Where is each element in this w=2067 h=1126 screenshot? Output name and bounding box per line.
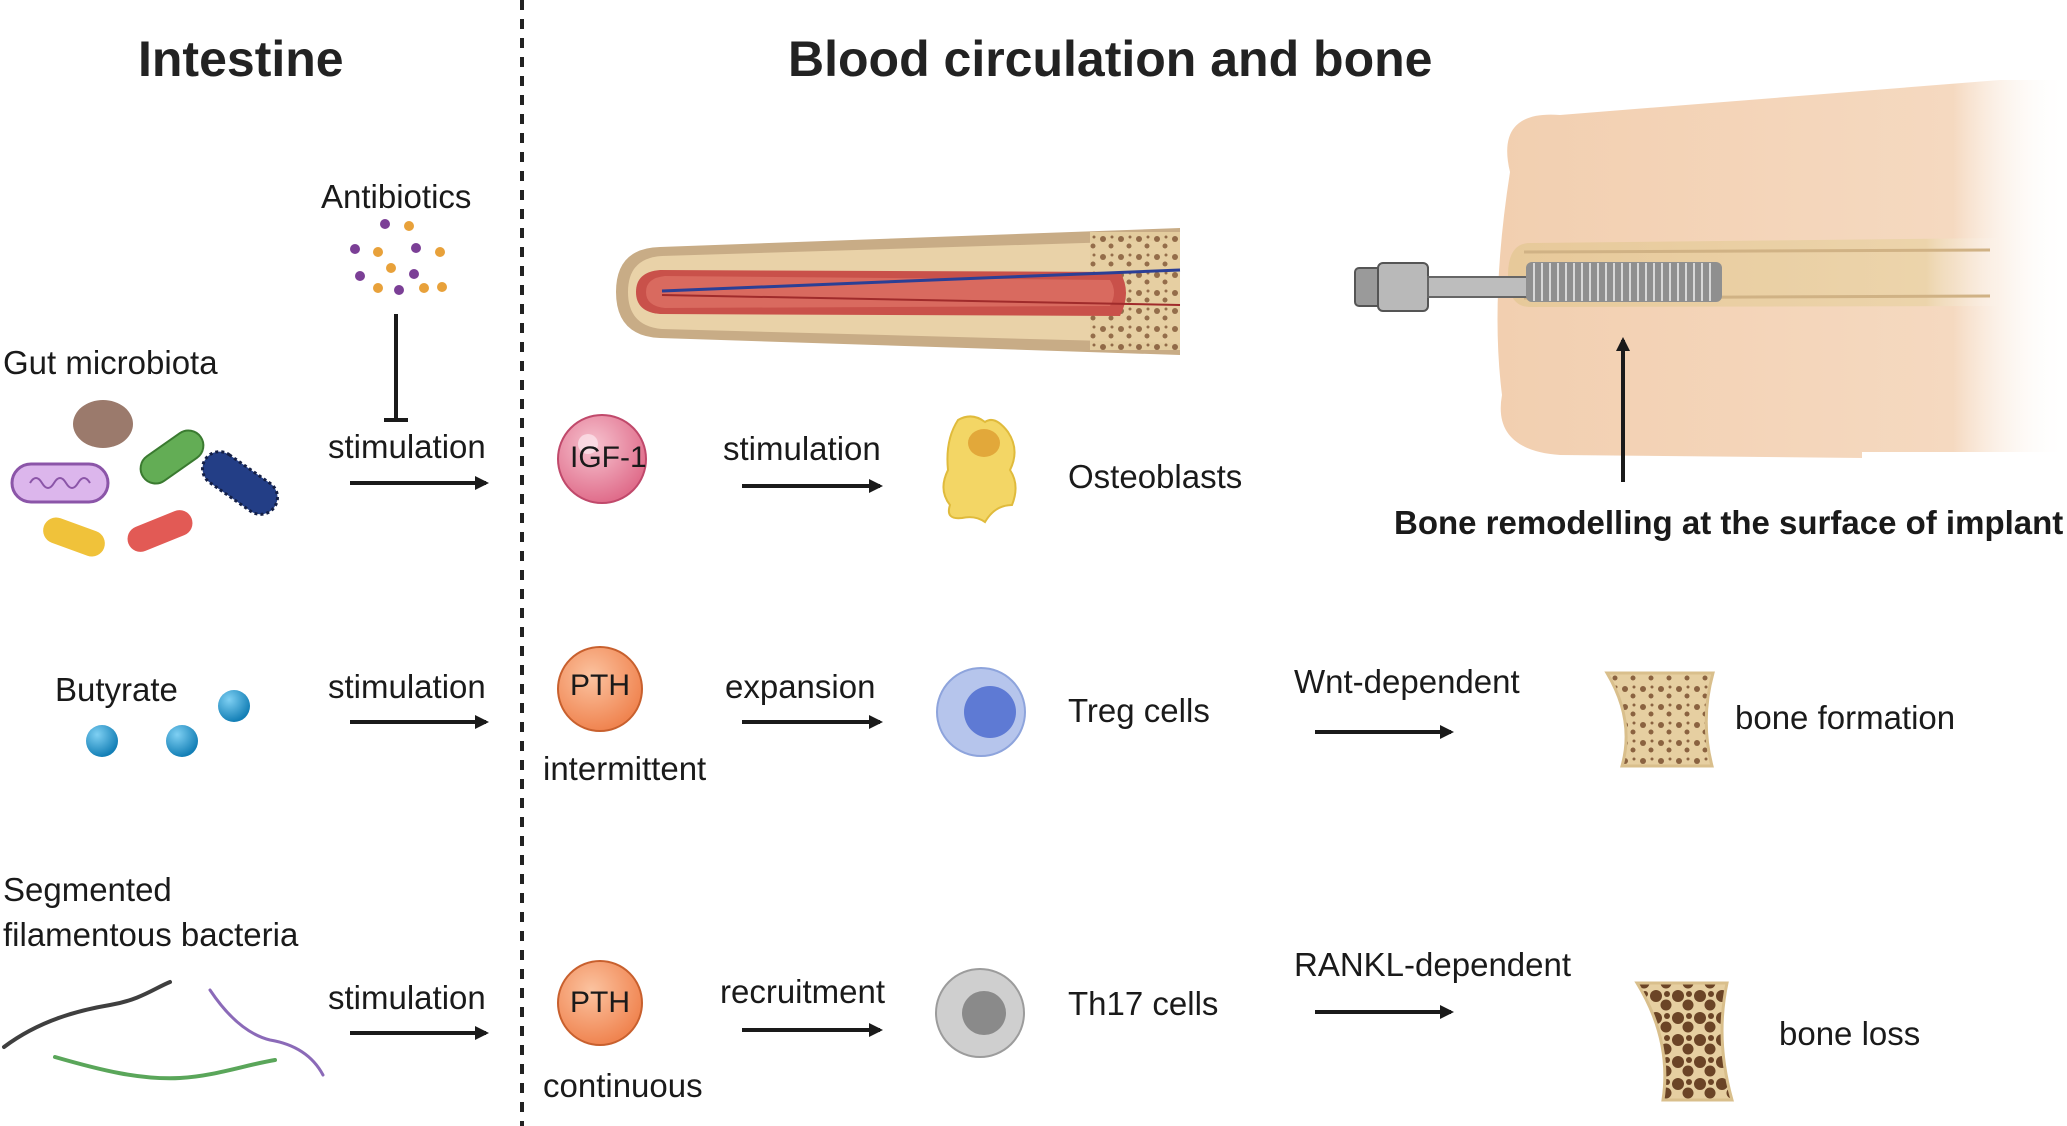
gut-microbiota-bacteria (10, 400, 279, 557)
arrow-label-row3-c: RANKL-dependent (1294, 946, 1572, 983)
pth-label-intermittent: PTH (570, 669, 630, 702)
label-sfb-line1: Segmented (3, 871, 172, 908)
inhibition-line (384, 314, 408, 422)
bone-formation-section (1604, 671, 1715, 768)
pth-molecule-continuous (557, 960, 643, 1046)
implant-illustration (1354, 80, 2067, 482)
implant-threads (1533, 263, 1711, 301)
butyrate-molecules (86, 690, 250, 757)
arrow-label-row3-b: recruitment (720, 973, 886, 1010)
igf1-label: IGF-1 (570, 441, 647, 474)
label-bone-loss: bone loss (1779, 1015, 1921, 1052)
antibiotics-dots (350, 219, 447, 295)
implant-caption: Bone remodelling at the surface of impla… (1394, 504, 2064, 541)
label-gut-microbiota: Gut microbiota (3, 344, 218, 381)
label-sfb-line2: filamentous bacteria (3, 916, 299, 953)
long-bone-illustration (616, 228, 1181, 355)
arrow-label-row2-c: Wnt-dependent (1294, 663, 1520, 700)
arrow-label-row2-b: expansion (725, 668, 876, 705)
pth-label-continuous: PTH (570, 986, 630, 1019)
label-treg-cells: Treg cells (1068, 692, 1210, 729)
bone-loss-section (1634, 981, 1734, 1102)
th17-cell (935, 968, 1025, 1058)
sfb-filaments (2, 980, 325, 1081)
label-butyrate: Butyrate (55, 671, 178, 708)
arrows (350, 476, 1454, 1040)
label-osteoblasts: Osteoblasts (1068, 458, 1243, 495)
pth-mode-continuous: continuous (543, 1067, 703, 1104)
arrow-label-row1-b: stimulation (723, 430, 881, 467)
label-bone-formation: bone formation (1735, 699, 1956, 736)
arrow-label-row1-a: stimulation (328, 428, 486, 465)
title-intestine: Intestine (138, 31, 344, 87)
arrow-label-row2-a: stimulation (328, 668, 486, 705)
label-antibiotics: Antibiotics (321, 178, 472, 215)
title-blood-bone: Blood circulation and bone (788, 31, 1433, 87)
treg-cell (936, 667, 1026, 757)
pth-molecule-intermittent (557, 646, 643, 732)
arrow-label-row3-a: stimulation (328, 979, 486, 1016)
label-th17-cells: Th17 cells (1068, 985, 1219, 1022)
igf1-molecule (557, 414, 647, 504)
pth-mode-intermittent: intermittent (543, 750, 707, 787)
